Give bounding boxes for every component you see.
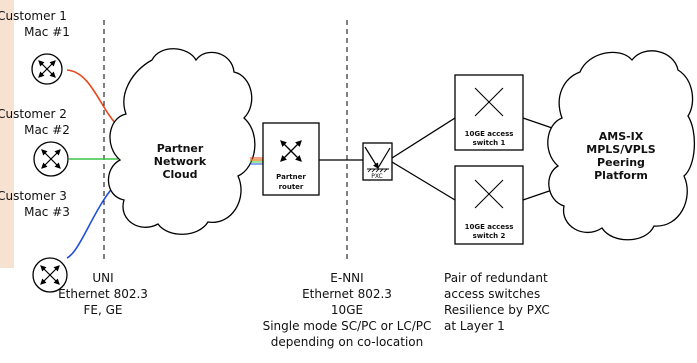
customer-3-name: Customer 3: [0, 189, 67, 203]
enni-connector: Single mode SC/PC or LC/PC: [263, 319, 432, 333]
customer-2-name: Customer 2: [0, 107, 67, 121]
partner-router-label-1: Partner: [276, 173, 306, 181]
customer-3-switch-icon: [32, 257, 68, 293]
customer-1-switch-icon: [31, 53, 63, 85]
partner-network-cloud: [107, 48, 256, 235]
customer-2-mac: Mac #2: [24, 123, 70, 137]
redundancy-line-2: access switches: [444, 287, 540, 301]
uni-ethernet: Ethernet 802.3: [58, 287, 148, 301]
left-accent-band: [0, 0, 14, 268]
customer-2-switch-icon: [33, 141, 69, 177]
enni-speed: 10GE: [331, 303, 363, 317]
switch-1-label-1: 10GE access: [465, 130, 514, 138]
customer-1-mac: Mac #1: [24, 25, 70, 39]
access-switch-2: 10GE access switch 2: [454, 165, 524, 245]
router-arrows-icon: [280, 140, 302, 162]
uni-label: UNI: [92, 271, 113, 285]
customer-1-name: Customer 1: [0, 9, 67, 23]
access-switch-1: 10GE access switch 1: [454, 74, 524, 151]
customer-3-mac: Mac #3: [24, 205, 70, 219]
redundancy-line-4: at Layer 1: [444, 319, 505, 333]
partner-cloud-label-3: Cloud: [162, 168, 197, 181]
amsix-label-3: Peering: [597, 156, 645, 169]
redundancy-line-3: Resilience by PXC: [444, 303, 550, 317]
amsix-label-4: Platform: [594, 169, 648, 182]
pxc-switch2-link: [391, 161, 456, 201]
partner-router: Partner router: [262, 122, 320, 196]
pxc-hatch: [367, 168, 388, 173]
switch-1-label-2: switch 1: [473, 139, 506, 147]
customer-1-link: [66, 69, 121, 129]
pxc-arrow-icon: [364, 146, 379, 170]
enni-label: E-NNI: [330, 271, 363, 285]
uni-speeds: FE, GE: [84, 303, 123, 317]
pxc-mirror-line: [377, 147, 391, 169]
pxc-device: PXC: [362, 142, 393, 181]
switch-2-label-1: 10GE access: [465, 223, 514, 231]
amsix-label-1: AMS-IX: [599, 130, 644, 143]
switch-2-label-2: switch 2: [473, 232, 506, 240]
pxc-switch1-link: [391, 117, 456, 159]
partner-router-label-2: router: [279, 183, 304, 191]
partner-cloud-label-2: Network: [154, 155, 207, 168]
redundancy-line-1: Pair of redundant: [444, 271, 548, 285]
amsix-label-2: MPLS/VPLS: [586, 143, 656, 156]
amsix-cloud: [547, 50, 696, 241]
partner-cloud-label-1: Partner: [157, 142, 204, 155]
switch-1-cross-icon: [474, 87, 504, 117]
pxc-label: PXC: [371, 173, 382, 180]
enni-colocation: depending on co-location: [271, 335, 423, 349]
switch-2-cross-icon: [474, 179, 504, 209]
enni-ethernet: Ethernet 802.3: [302, 287, 392, 301]
